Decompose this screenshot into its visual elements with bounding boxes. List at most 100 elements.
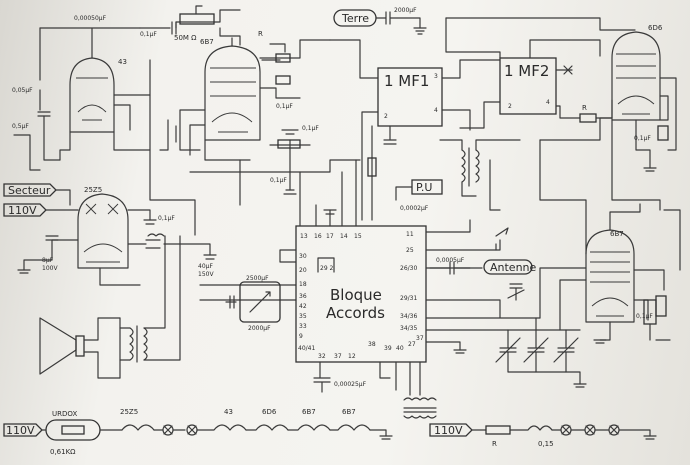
oscillator-tuning-cap[interactable]: 2500µF 2000µF: [225, 275, 281, 332]
tube-6d6-label: 6D6: [648, 24, 663, 32]
mains-110v-bottom-left[interactable]: 110V: [3, 423, 43, 437]
mains-110v-input[interactable]: 110V: [3, 203, 47, 217]
svg-text:0,00050µF: 0,00050µF: [74, 15, 107, 22]
v110-top-label: 110V: [8, 204, 37, 217]
svg-text:37: 37: [416, 335, 424, 342]
svg-text:URDOX: URDOX: [52, 410, 77, 418]
terre-label: Terre: [341, 12, 369, 25]
svg-text:0,5µF: 0,5µF: [12, 123, 29, 130]
svg-text:12: 12: [348, 353, 356, 360]
secteur-label: Secteur: [8, 184, 51, 197]
bloc-accords: Bloque Accords 29 2 13 16 17 14 15 30 20…: [295, 225, 427, 363]
tube-43: 43: [69, 57, 127, 133]
svg-text:R: R: [492, 440, 497, 448]
svg-text:100V: 100V: [42, 265, 58, 272]
svg-text:32: 32: [318, 353, 326, 360]
mf1-label: 1 MF1: [384, 72, 429, 90]
svg-text:17: 17: [326, 233, 334, 240]
svg-text:30: 30: [299, 253, 307, 260]
mf2-label: 1 MF2: [504, 62, 549, 80]
svg-text:38: 38: [368, 341, 376, 348]
svg-text:42: 42: [299, 303, 307, 310]
bloc-label-2: Accords: [326, 304, 385, 322]
svg-text:43: 43: [224, 408, 233, 416]
svg-text:25: 25: [406, 247, 414, 254]
svg-text:13: 13: [300, 233, 308, 240]
antenne-label: Antenne: [490, 261, 537, 274]
svg-text:37: 37: [334, 353, 342, 360]
terre-terminal[interactable]: Terre: [333, 9, 377, 27]
mains-110v-bottom-right[interactable]: 110V: [429, 423, 473, 437]
tube-43-label: 43: [118, 58, 127, 66]
svg-text:2000µF: 2000µF: [394, 7, 417, 14]
svg-text:6B7: 6B7: [302, 408, 316, 416]
pu-input[interactable]: P.U: [411, 179, 443, 195]
tube-6b7-label: 6B7: [200, 38, 214, 46]
svg-text:0,15: 0,15: [538, 440, 554, 448]
svg-text:110V: 110V: [6, 424, 35, 437]
svg-text:150V: 150V: [198, 271, 214, 278]
svg-text:4: 4: [434, 107, 438, 114]
svg-text:40/41: 40/41: [298, 345, 315, 352]
svg-text:2: 2: [508, 103, 512, 110]
svg-text:15: 15: [354, 233, 362, 240]
svg-text:0,1µF: 0,1µF: [270, 177, 287, 184]
svg-text:26/30: 26/30: [400, 265, 417, 272]
svg-text:0,61KΩ: 0,61KΩ: [50, 448, 76, 456]
svg-text:34/36: 34/36: [400, 313, 417, 320]
svg-text:16: 16: [314, 233, 322, 240]
svg-text:9: 9: [299, 333, 303, 340]
svg-text:36: 36: [299, 293, 307, 300]
svg-text:0,1µF: 0,1µF: [276, 103, 293, 110]
bloc-label-1: Bloque: [330, 286, 382, 304]
tube-6b7-top: 6B7: [200, 38, 261, 141]
svg-text:39: 39: [384, 345, 392, 352]
svg-text:27: 27: [408, 341, 416, 348]
svg-text:0,00025µF: 0,00025µF: [334, 381, 367, 388]
svg-text:R: R: [258, 30, 263, 38]
svg-text:3: 3: [434, 73, 438, 80]
antenne-terminal[interactable]: Antenne: [483, 259, 537, 275]
svg-text:2000µF: 2000µF: [248, 325, 271, 332]
svg-text:0,1µF: 0,1µF: [302, 125, 319, 132]
tube-25z5-label: 25Z5: [84, 186, 102, 194]
svg-text:40µF: 40µF: [198, 263, 213, 270]
loudspeaker: [39, 317, 85, 375]
svg-text:4: 4: [546, 99, 550, 106]
svg-text:11: 11: [406, 231, 414, 238]
svg-text:14: 14: [340, 233, 348, 240]
svg-text:8µF: 8µF: [42, 257, 54, 264]
svg-text:33: 33: [299, 323, 307, 330]
volume-pot-label: 50M Ω: [174, 34, 197, 42]
secteur-input[interactable]: Secteur: [3, 183, 57, 197]
svg-text:40: 40: [396, 345, 404, 352]
svg-text:0,1µF: 0,1µF: [140, 31, 157, 38]
svg-text:0,0005µF: 0,0005µF: [436, 257, 465, 264]
svg-text:6B7: 6B7: [342, 408, 356, 416]
tube-6d6: 6D6: [611, 24, 663, 121]
tube-6b7-lower: 6B7: [585, 229, 635, 323]
mf1-transformer: 1 MF1 3 2 4: [377, 67, 443, 127]
svg-text:0,05µF: 0,05µF: [12, 87, 33, 94]
svg-text:2500µF: 2500µF: [246, 275, 269, 282]
svg-text:29 2: 29 2: [320, 265, 334, 272]
svg-text:0,1µF: 0,1µF: [634, 135, 651, 142]
pu-label: P.U: [416, 181, 432, 194]
svg-text:0,0002µF: 0,0002µF: [400, 205, 429, 212]
svg-text:0,1µF: 0,1µF: [636, 313, 653, 320]
svg-text:2: 2: [384, 113, 388, 120]
svg-text:0,1µF: 0,1µF: [158, 215, 175, 222]
svg-text:R: R: [582, 104, 587, 112]
svg-text:110V: 110V: [434, 424, 463, 437]
tube-6b7-lower-label: 6B7: [610, 230, 624, 238]
mf2-transformer: 1 MF2 2 4: [499, 57, 557, 115]
svg-text:18: 18: [299, 281, 307, 288]
svg-text:6D6: 6D6: [262, 408, 277, 416]
tuning-gang-capacitor[interactable]: [495, 317, 587, 388]
svg-text:29/31: 29/31: [400, 295, 417, 302]
tube-25z5: 25Z5: [77, 186, 129, 269]
svg-text:25Z5: 25Z5: [120, 408, 138, 416]
svg-text:20: 20: [299, 267, 307, 274]
